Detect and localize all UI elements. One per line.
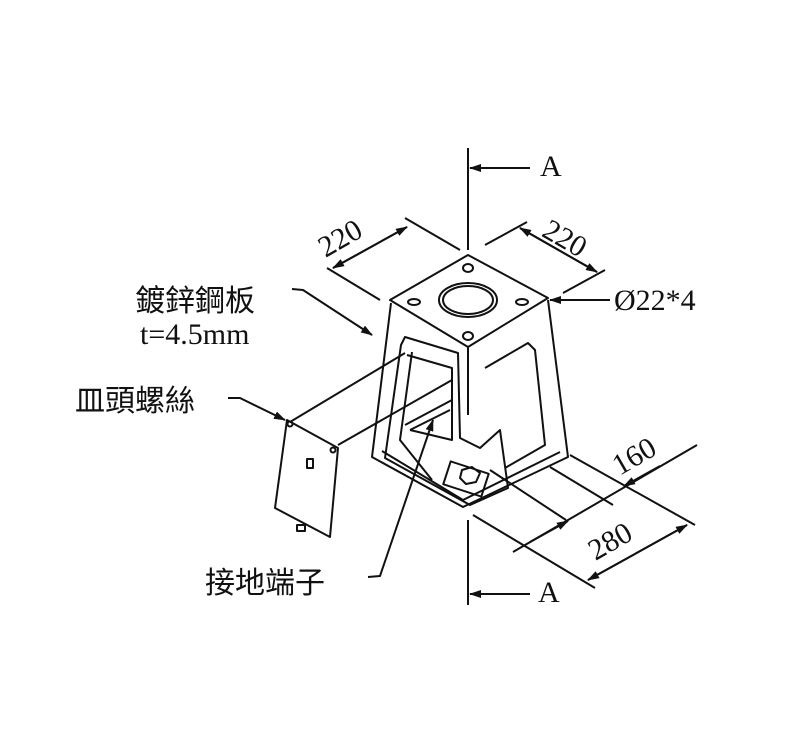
cover-plate: [274, 352, 453, 538]
section-label-top: A: [540, 150, 562, 183]
material-label: 鍍鋅鋼板: [135, 284, 255, 319]
base-body: [371, 254, 569, 508]
thickness-label: t=4.5mm: [140, 318, 250, 351]
section-line: [467, 148, 530, 605]
screw-label: 皿頭螺絲: [75, 384, 195, 419]
ground-terminal-label: 接地端子: [205, 566, 325, 601]
section-label-bottom: A: [538, 576, 560, 609]
leader-lines: [228, 288, 434, 578]
hole-diameter-label: Ø22*4: [614, 284, 696, 317]
dimension-lines: [326, 217, 698, 589]
